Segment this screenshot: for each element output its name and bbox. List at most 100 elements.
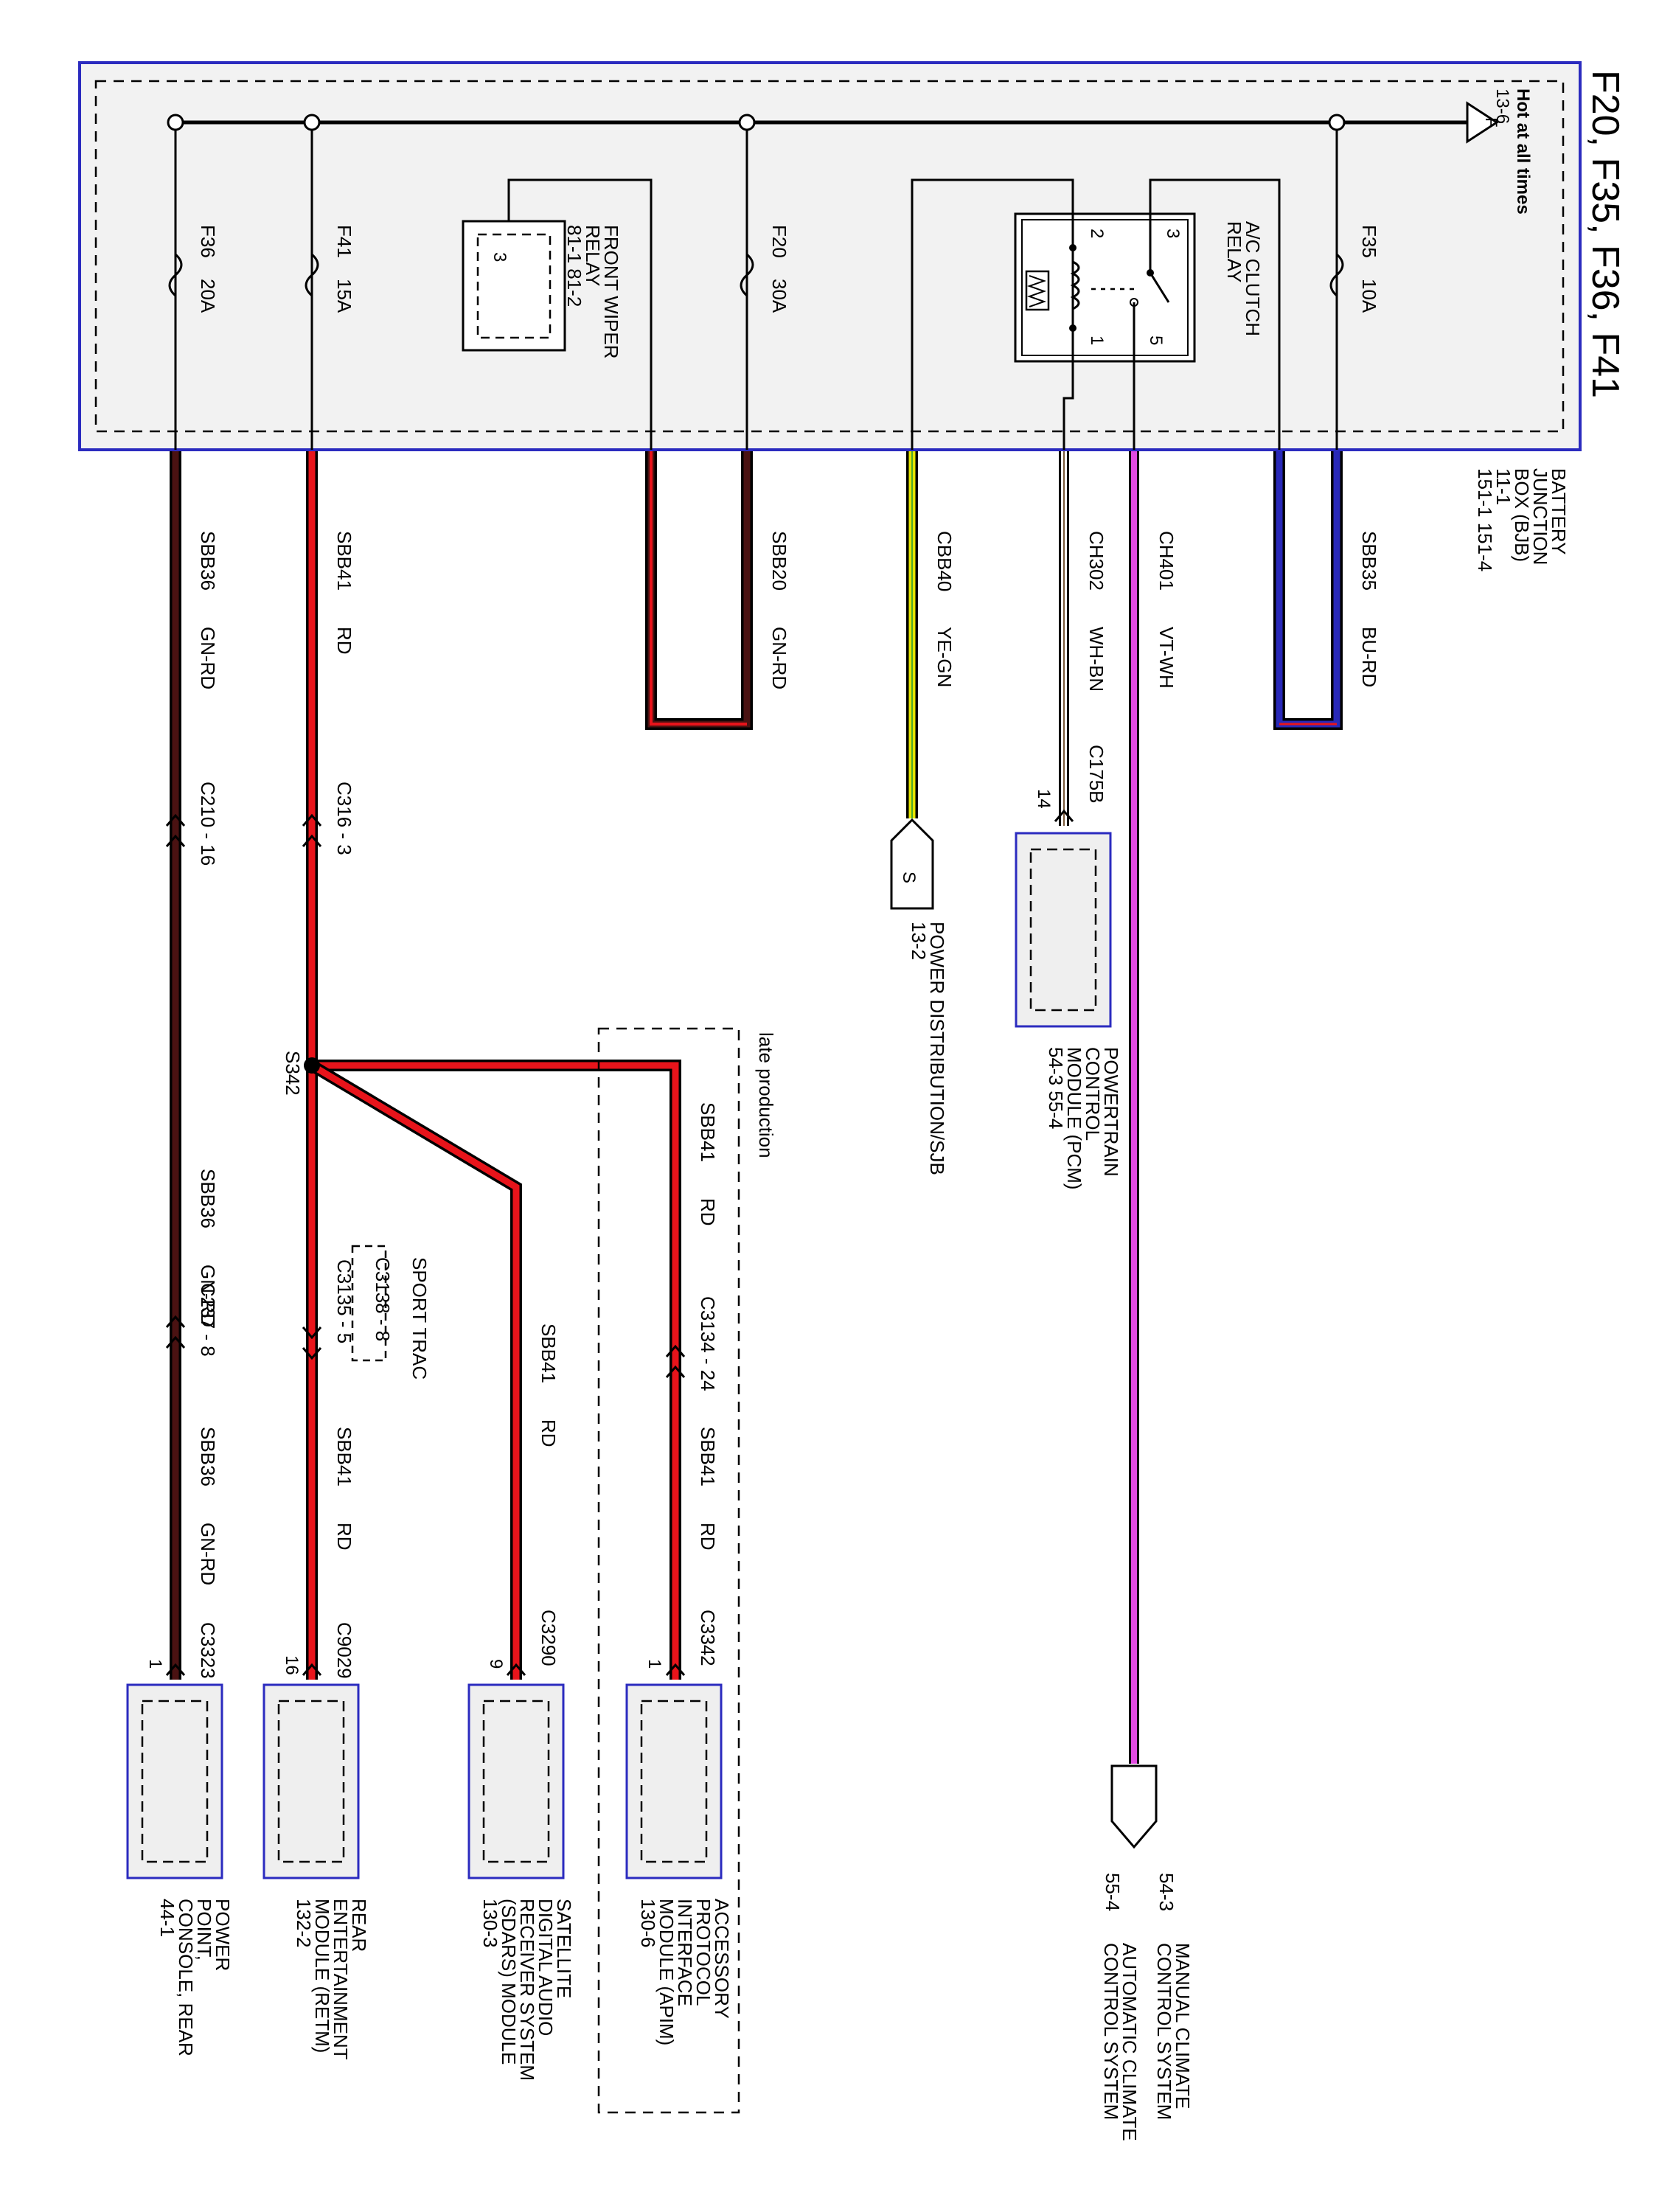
svg-text:1: 1 — [1087, 335, 1107, 345]
module-retm: REAR ENTERTAINMENT MODULE (RETM) 132-2 — [262, 1683, 370, 2060]
svg-text:GN-RD: GN-RD — [197, 1265, 219, 1327]
svg-text:2: 2 — [1087, 229, 1107, 238]
front-wiper-relay: 3 FRONT WIPER RELAY 81-1 81-2 — [462, 178, 653, 450]
svg-text:SBB41: SBB41 — [697, 1102, 719, 1162]
bjb-label: BATTERY JUNCTION BOX (BJB) 11-1 151-1 15… — [1474, 468, 1570, 571]
svg-text:54-3: 54-3 — [1155, 1873, 1178, 1911]
svg-text:AUTOMATIC CLIMATE: AUTOMATIC CLIMATE — [1119, 1943, 1141, 2141]
wire-sbb20 — [645, 451, 753, 730]
svg-text:CBB40: CBB40 — [933, 531, 956, 591]
climate-terminal: 54-3 55-4 MANUAL CLIMATE CONTROL SYSTEM … — [1100, 1764, 1194, 2141]
svg-text:F20: F20 — [768, 225, 790, 258]
svg-text:C9029: C9029 — [333, 1622, 355, 1679]
svg-text:54-3 55-4: 54-3 55-4 — [1045, 1047, 1067, 1129]
svg-text:INTERFACE: INTERFACE — [674, 1899, 696, 2006]
svg-text:SBB41: SBB41 — [333, 1427, 355, 1486]
svg-text:POWER DISTRIBUTION/SJB: POWER DISTRIBUTION/SJB — [926, 922, 948, 1175]
ac-clutch-relay: 3 2 1 5 A/C CLUTCH RELAY — [911, 178, 1281, 450]
svg-text:FRONT WIPER: FRONT WIPER — [600, 225, 622, 359]
svg-text:BOX (BJB): BOX (BJB) — [1511, 468, 1533, 562]
svg-text:RD: RD — [538, 1419, 560, 1447]
svg-text:GN-RD: GN-RD — [197, 627, 219, 689]
svg-text:MODULE (APIM): MODULE (APIM) — [655, 1899, 678, 2045]
svg-text:S342: S342 — [282, 1051, 304, 1096]
wire-sbb35 — [1273, 451, 1343, 730]
svg-text:SATELLITE: SATELLITE — [553, 1899, 575, 1998]
svg-text:POWER: POWER — [212, 1899, 234, 1971]
connector-labels: C210 - 16 C316 - 3 C237 - 8 C3135 - 5 C3… — [145, 745, 1107, 1679]
svg-text:VT-WH: VT-WH — [1155, 627, 1178, 689]
svg-text:16: 16 — [282, 1655, 302, 1675]
svg-text:F36: F36 — [197, 225, 219, 258]
svg-text:C3138 - 8: C3138 - 8 — [372, 1257, 394, 1341]
svg-text:MANUAL CLIMATE: MANUAL CLIMATE — [1172, 1943, 1194, 2109]
svg-text:RELAY: RELAY — [1223, 221, 1245, 282]
svg-text:WH-BN: WH-BN — [1085, 627, 1107, 692]
fuse-labels: F36 20A F41 15A F20 30A F35 10A — [197, 225, 1380, 313]
svg-text:YE-GN: YE-GN — [933, 627, 956, 687]
wire-sbb41-apim — [312, 1060, 681, 1680]
wire-sbb41-sdars — [308, 1060, 522, 1680]
hot-letter: F — [1482, 117, 1500, 127]
wire-labels: SBB36 GN-RD SBB41 RD SBB20 GN-RD CBB40 Y… — [197, 531, 1380, 1585]
svg-text:3: 3 — [1163, 229, 1183, 238]
svg-text:CONTROL SYSTEM: CONTROL SYSTEM — [1100, 1943, 1122, 2120]
svg-text:GN-RD: GN-RD — [197, 1523, 219, 1585]
svg-text:BU-RD: BU-RD — [1358, 627, 1380, 687]
svg-text:PROTOCOL: PROTOCOL — [692, 1899, 714, 2006]
bus-taps — [167, 114, 1346, 131]
page-title: F20, F35, F36, F41 — [1584, 70, 1627, 398]
svg-text:55-4: 55-4 — [1102, 1873, 1124, 1911]
hot-label-2: 13-6 — [1492, 88, 1512, 124]
svg-text:MODULE (RETM): MODULE (RETM) — [311, 1899, 333, 2053]
svg-text:SBB35: SBB35 — [1358, 531, 1380, 591]
svg-text:SBB36: SBB36 — [197, 1427, 219, 1486]
svg-text:C3323: C3323 — [197, 1622, 219, 1679]
svg-text:13-2: 13-2 — [908, 922, 930, 960]
svg-text:132-2: 132-2 — [293, 1899, 315, 1948]
svg-text:44-1: 44-1 — [156, 1899, 178, 1937]
svg-text:CONTROL: CONTROL — [1082, 1047, 1104, 1141]
late-production-box: late production — [597, 1027, 777, 2114]
module-sdars: SATELLITE DIGITAL AUDIO RECEIVER SYSTEM … — [467, 1683, 575, 2081]
splice-s342 — [304, 1057, 320, 1074]
svg-text:RD: RD — [697, 1523, 719, 1551]
svg-text:ACCESSORY: ACCESSORY — [711, 1899, 733, 2019]
svg-text:SBB41: SBB41 — [538, 1324, 560, 1383]
svg-text:REAR: REAR — [348, 1899, 370, 1952]
svg-text:3: 3 — [490, 252, 509, 262]
svg-text:C3290: C3290 — [538, 1610, 560, 1666]
svg-text:130-3: 130-3 — [479, 1899, 501, 1948]
sport-trac-callout: C3138 - 8 SPORT TRAC — [351, 1245, 431, 1380]
svg-text:RELAY: RELAY — [582, 225, 604, 286]
fuse-lines — [168, 130, 1344, 450]
svg-text:151-1 151-4: 151-1 151-4 — [1474, 468, 1496, 571]
svg-text:CONSOLE, REAR: CONSOLE, REAR — [175, 1899, 197, 2056]
svg-text:late production: late production — [755, 1032, 777, 1158]
svg-text:BATTERY: BATTERY — [1548, 468, 1570, 555]
svg-text:C237 - 8: C237 - 8 — [197, 1283, 219, 1357]
svg-text:POWERTRAIN: POWERTRAIN — [1100, 1047, 1122, 1177]
svg-text:(SDARS) MODULE: (SDARS) MODULE — [498, 1899, 520, 2065]
svg-text:15A: 15A — [333, 279, 355, 313]
module-power-point: POWER POINT, CONSOLE, REAR 44-1 — [126, 1683, 234, 2056]
svg-text:A/C CLUTCH: A/C CLUTCH — [1242, 221, 1264, 336]
svg-text:DIGITAL AUDIO: DIGITAL AUDIO — [535, 1899, 557, 2036]
svg-text:20A: 20A — [197, 279, 219, 313]
bjb-inner-dashed — [94, 80, 1565, 433]
svg-text:CONTROL SYSTEM: CONTROL SYSTEM — [1153, 1943, 1175, 2120]
svg-text:RD: RD — [333, 1523, 355, 1551]
svg-text:10A: 10A — [1358, 279, 1380, 313]
svg-text:F41: F41 — [333, 225, 355, 258]
svg-text:C210 - 16: C210 - 16 — [197, 782, 219, 866]
svg-text:S: S — [899, 872, 919, 883]
svg-text:RD: RD — [333, 627, 355, 655]
svg-text:5: 5 — [1146, 335, 1166, 345]
hot-label-1: Hot at all times — [1513, 88, 1533, 215]
svg-text:C3342: C3342 — [697, 1610, 719, 1666]
module-apim: ACCESSORY PROTOCOL INTERFACE MODULE (API… — [625, 1683, 733, 2045]
svg-text:CH302: CH302 — [1085, 531, 1107, 591]
svg-text:11-1: 11-1 — [1492, 468, 1514, 505]
svg-text:JUNCTION: JUNCTION — [1529, 468, 1551, 565]
